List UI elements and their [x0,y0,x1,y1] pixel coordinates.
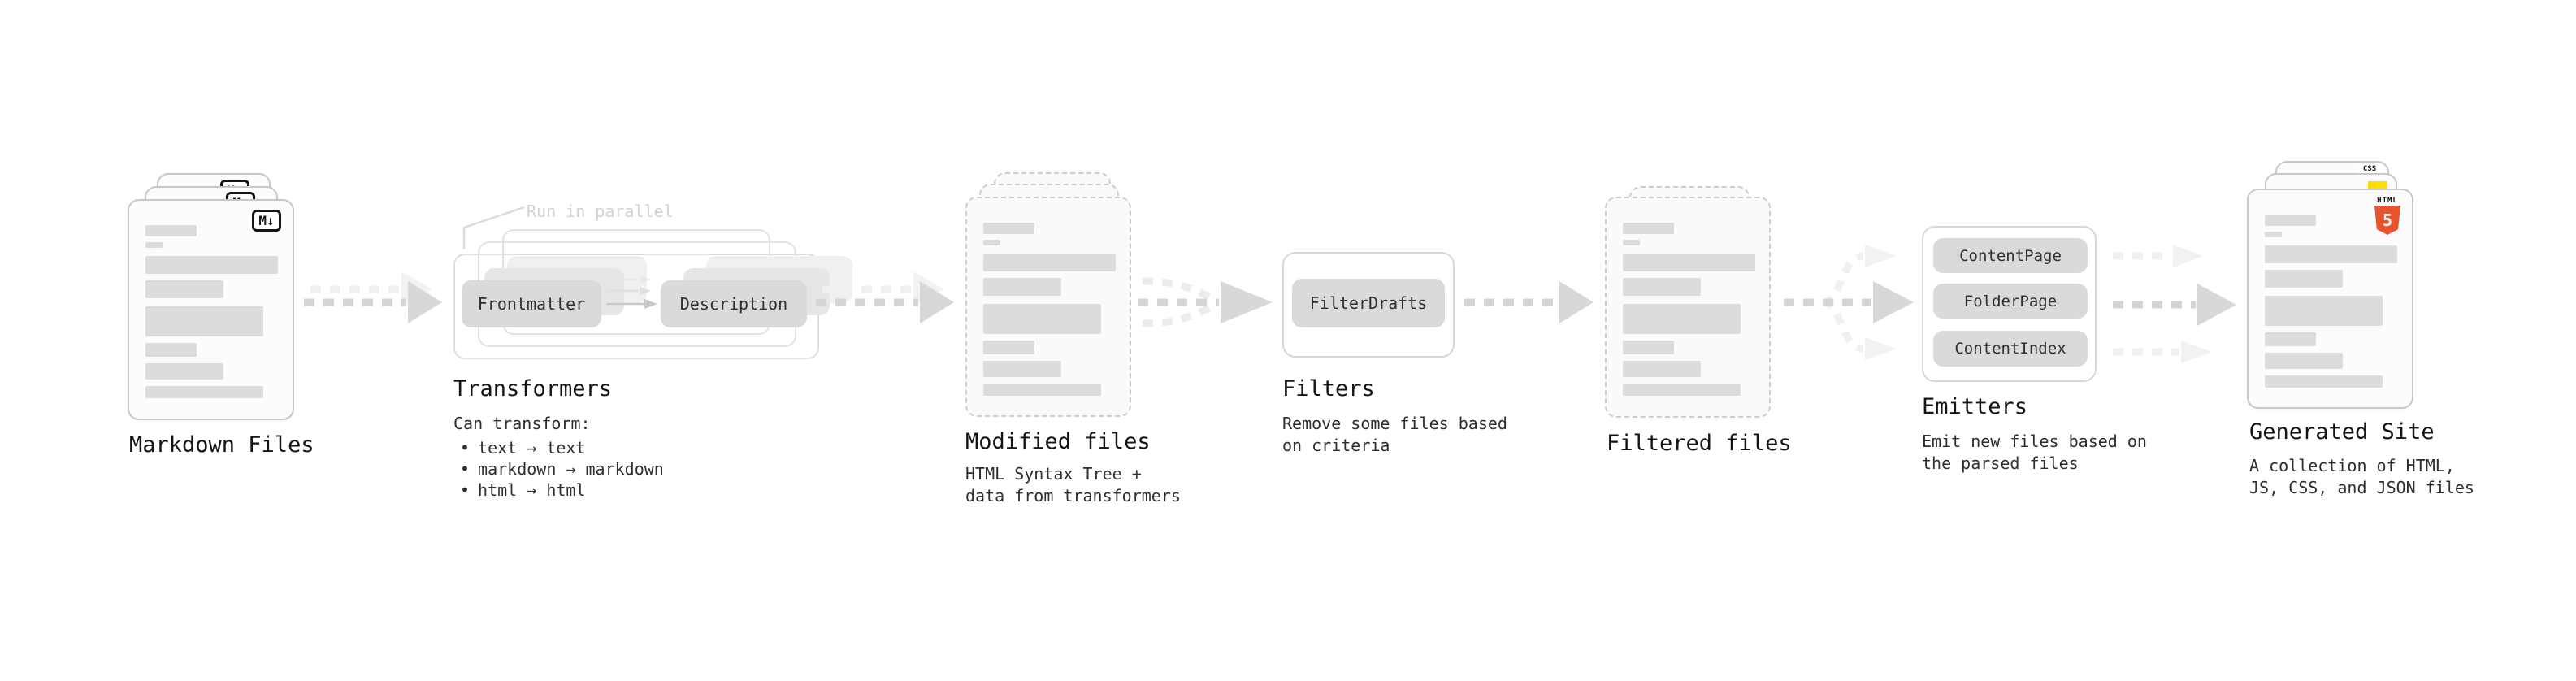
skeleton-bar [1623,340,1674,354]
contentindex-button: ContentIndex [1933,331,2088,367]
frontmatter-button: Frontmatter [462,280,601,327]
skeleton-bar [145,242,163,248]
filtered-files-label: Filtered files [1607,431,1792,456]
modified-files-subtitle: HTML Syntax Tree + data from transformer… [965,464,1181,505]
skeleton-bar [2265,270,2343,288]
skeleton-bar [145,306,263,336]
skeleton-bar [2265,296,2383,326]
modified-file-card-front [965,197,1131,417]
arrow-filtered-to-emitters [1784,245,1914,360]
skeleton-bar [983,254,1116,271]
skeleton-bar [983,304,1101,334]
skeleton-bar [983,240,1000,245]
arrow-markdown-to-transformers [304,271,442,323]
arrow-modified-to-filters [1138,277,1273,327]
skeleton-bar [145,386,263,398]
emitters-subtitle: Emit new files based on the parsed files [1922,432,2147,473]
skeleton-bar [1623,384,1741,396]
transformers-label: Transformers [453,376,613,401]
generated-site-subtitle: A collection of HTML, JS, CSS, and JSON … [2249,456,2474,497]
skeleton-bar [145,225,197,236]
skeleton-bar [1623,223,1674,234]
js-icon [2368,181,2387,190]
skeleton-bar [1623,304,1741,334]
folderpage-button: FolderPage [1933,284,2088,319]
transformers-desc-title: Can transform: [453,414,591,433]
arrow-filters-to-filtered [1464,281,1594,323]
markdown-files-label: Markdown Files [129,432,314,458]
modified-files-label: Modified files [965,429,1151,454]
transformers-bullet-list: •text → text •markdown → markdown •html … [460,437,664,501]
bullet-item: •html → html [460,480,586,500]
markdown-file-card-front: M↓ [128,199,294,420]
arrow-transformers-to-modified [816,271,954,323]
contentpage-button: ContentPage [1933,238,2088,273]
filters-label: Filters [1282,376,1375,401]
filtered-file-card-front [1605,197,1771,418]
skeleton-bar [1623,278,1701,296]
transformer-flow-arrows [606,275,657,309]
filterdrafts-button: FilterDrafts [1292,279,1445,327]
skeleton-bar [2265,245,2397,263]
annotation-bracket-line [462,206,525,249]
skeleton-bar [1623,240,1640,245]
emitters-label: Emitters [1922,394,2028,419]
filters-subtitle: Remove some files based on criteria [1282,414,1507,455]
generated-html-card: HTML 5 [2247,189,2413,409]
description-button: Description [661,280,807,327]
skeleton-bar [983,340,1034,354]
skeleton-bar [1623,254,1755,271]
skeleton-bar [983,278,1061,296]
html5-icon: HTML 5 [2371,197,2404,235]
skeleton-bar [145,256,278,274]
bullet-item: •markdown → markdown [460,459,664,479]
bullet-item: •text → text [460,438,586,458]
skeleton-bar [145,363,223,380]
markdown-icon: M↓ [252,210,281,232]
skeleton-bar [983,384,1101,396]
skeleton-bar [145,343,197,357]
generated-site-label: Generated Site [2249,419,2435,445]
skeleton-bar [2265,375,2383,388]
skeleton-bar [2265,232,2282,237]
skeleton-bar [983,223,1034,234]
skeleton-bar [2265,215,2316,226]
arrow-emitters-to-generated [2113,245,2236,363]
skeleton-bar [2265,353,2343,369]
skeleton-bar [145,280,223,298]
run-in-parallel-annotation: Run in parallel [527,202,674,221]
skeleton-bar [2265,332,2316,346]
skeleton-bar [983,361,1061,377]
skeleton-bar [1623,361,1701,377]
